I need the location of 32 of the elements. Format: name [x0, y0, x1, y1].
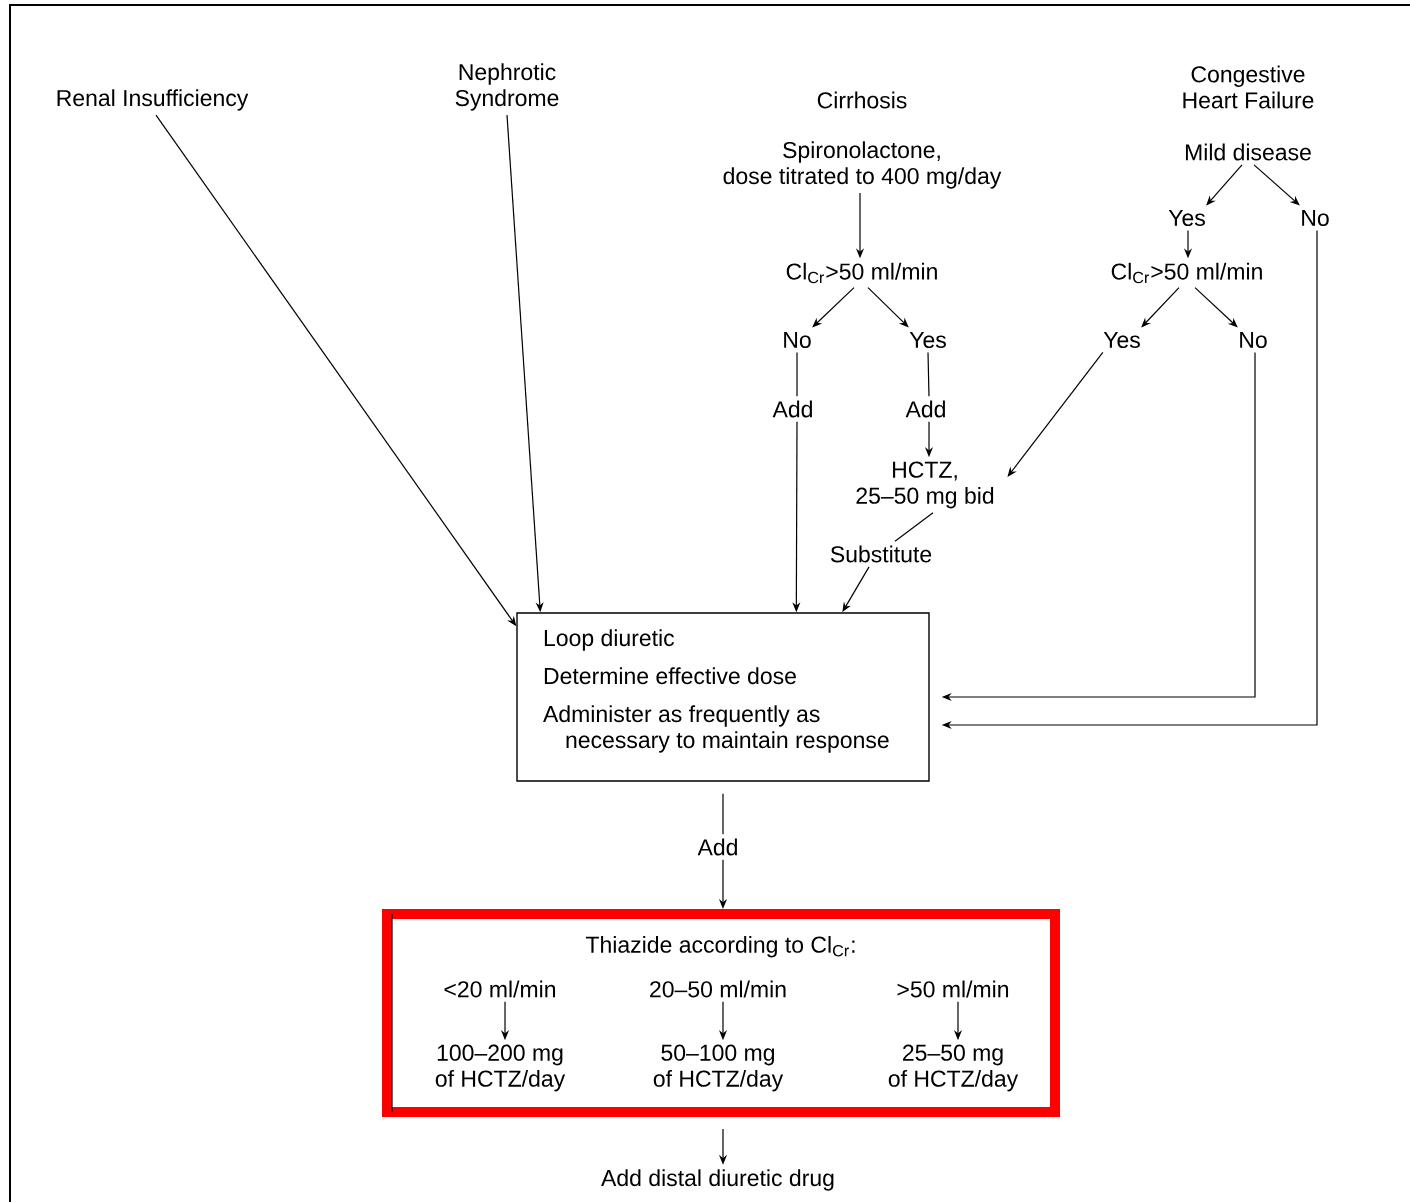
flow-text: Mild disease [1185, 143, 1311, 161]
flow-text: Renal Insufficiency [57, 89, 249, 111]
flow-text: >50 ml/min [897, 980, 1009, 998]
flow-text: Yes [1168, 210, 1205, 226]
flow-text: Nephrotic Syndrome [455, 63, 559, 111]
arrow [1007, 351, 1104, 477]
flow-text: Cl$_{Cr}$>50 ml/min [786, 262, 937, 284]
flow-text: No [784, 332, 811, 348]
flow-text: Add [772, 400, 812, 418]
flow-text: 50–100 mg of HCTZ/day [653, 1044, 784, 1092]
flow-text: 20–50 ml/min [650, 980, 786, 998]
flow-text: HCTZ, 25–50 mg bid [856, 461, 994, 509]
flow-text: Spironolactone, dose titrated to 400 mg/day [723, 141, 1002, 189]
flow-text: 25–50 mg of HCTZ/day [888, 1044, 1019, 1092]
arrow [1194, 287, 1238, 328]
flow-text: Add [697, 838, 737, 856]
column-heading: Cirrhosis [817, 91, 907, 109]
column-heading: Congestive Heart Failure [1183, 65, 1314, 109]
flow-text: No [1302, 210, 1329, 226]
flow-text: Yes [1103, 332, 1140, 348]
flow-text: 100–200 mg of HCTZ/day [435, 1044, 566, 1092]
flow-text: Add distal diuretic drug [601, 1169, 834, 1191]
arrow [1253, 164, 1300, 206]
flow-text: No [1240, 332, 1267, 348]
flow-text: <20 ml/min [444, 980, 556, 998]
process-box: Loop diuretic Determine effective dose Administer as frequently as necessary to maintain response [516, 612, 930, 782]
flow-text: Add [905, 400, 945, 418]
flow-text: Substitute [830, 545, 932, 563]
flow-text: Cl$_{Cr}$>50 ml/min [1111, 262, 1262, 284]
flow-text: Yes [909, 332, 946, 348]
arrow [812, 287, 855, 328]
arrow [867, 287, 909, 328]
